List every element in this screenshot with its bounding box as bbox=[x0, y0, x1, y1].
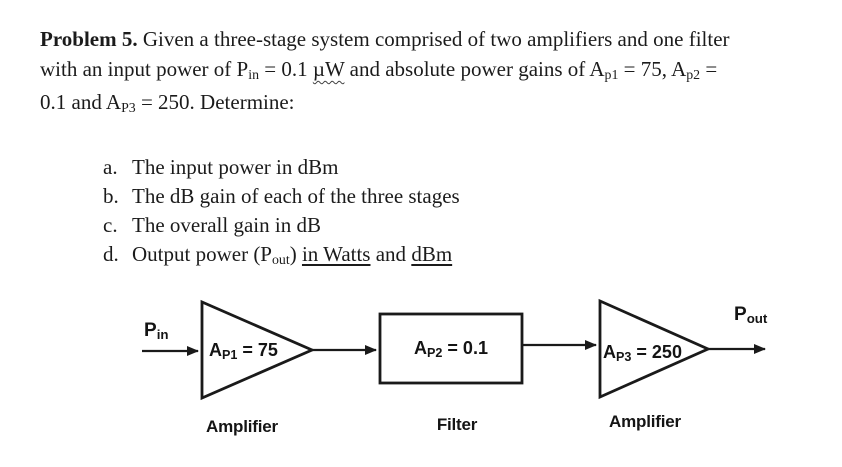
subscript-out: out bbox=[272, 252, 290, 268]
item-text: The dB gain of each of the three stages bbox=[132, 184, 460, 208]
pout-label: Pout bbox=[734, 304, 767, 330]
misspelled-word: µW bbox=[312, 57, 345, 81]
item-text: Output power (Pout) in Watts and dBm bbox=[132, 242, 453, 268]
amplifier2-triangle bbox=[598, 298, 712, 400]
gain-subscript: P2 bbox=[427, 345, 443, 360]
amplifier2-caption: Amplifier bbox=[609, 412, 681, 431]
amplifier1-gain-label: AP1 = 75 bbox=[209, 339, 278, 366]
gain-symbol: A bbox=[414, 338, 428, 358]
item-letter: d. bbox=[103, 242, 119, 266]
gain-value: = 75 bbox=[237, 340, 278, 360]
problem-number: Problem 5. bbox=[40, 27, 138, 51]
statement-line-1: Problem 5. Given a three-stage system co… bbox=[40, 24, 820, 54]
pin-label: Pin bbox=[144, 320, 169, 346]
underlined-in-watts: in Watts bbox=[301, 242, 371, 266]
subscript-p2: p2 bbox=[686, 67, 701, 83]
subscript-p3: P3 bbox=[121, 100, 136, 116]
pin-main: P bbox=[144, 320, 157, 341]
filter-gain-label: AP2 = 0.1 bbox=[380, 337, 522, 364]
list-item-d: d. Output power (Pout) in Watts and dBm bbox=[103, 240, 460, 271]
gain-value: = 250 bbox=[631, 342, 682, 362]
statement-line-2: with an input power of Pin = 0.1 µW and … bbox=[40, 54, 820, 87]
statement-text: with an input power of P bbox=[40, 57, 249, 81]
list-item-c: c. The overall gain in dB bbox=[103, 211, 460, 240]
pin-subscript: in bbox=[156, 326, 169, 342]
gain-subscript: P3 bbox=[616, 349, 632, 364]
pout-subscript: out bbox=[746, 310, 768, 326]
item-letter: a. bbox=[103, 155, 118, 179]
filter-caption: Filter bbox=[436, 415, 478, 434]
problem-statement: Problem 5. Given a three-stage system co… bbox=[40, 24, 820, 120]
list-item-a: a. The input power in dBm bbox=[103, 153, 460, 182]
amplifier1-triangle bbox=[200, 299, 316, 401]
item-text-segment: and bbox=[370, 242, 412, 266]
item-letter: c. bbox=[103, 213, 118, 237]
gain-symbol: A bbox=[209, 340, 222, 360]
underlined-dbm: dBm bbox=[411, 242, 453, 266]
item-text: The overall gain in dB bbox=[132, 213, 321, 237]
statement-text: Given a three-stage system comprised of … bbox=[137, 27, 730, 51]
question-list: a. The input power in dBm b. The dB gain o… bbox=[103, 153, 460, 271]
item-text-segment: ) bbox=[289, 242, 302, 266]
statement-text: = 0.1 bbox=[259, 57, 313, 81]
amplifier1-caption: Amplifier bbox=[206, 417, 278, 436]
subscript-p1: p1 bbox=[604, 67, 619, 83]
gain-value: = 0.1 bbox=[442, 338, 488, 358]
list-item-b: b. The dB gain of each of the three stage… bbox=[103, 182, 460, 211]
statement-line-3: 0.1 and AP3 = 250. Determine: bbox=[40, 87, 820, 120]
statement-text: = bbox=[700, 57, 718, 81]
statement-text: and absolute power gains of A bbox=[344, 57, 605, 81]
gain-subscript: P1 bbox=[222, 347, 238, 362]
gain-symbol: A bbox=[603, 342, 616, 362]
statement-text: 0.1 and A bbox=[40, 90, 122, 114]
item-letter: b. bbox=[103, 184, 119, 208]
amplifier2-gain-label: AP3 = 250 bbox=[603, 341, 682, 368]
statement-text: = 75, A bbox=[618, 57, 687, 81]
subscript-in: in bbox=[248, 67, 260, 83]
statement-text: = 250. Determine: bbox=[135, 90, 295, 114]
item-text-segment: Output power (P bbox=[132, 242, 272, 266]
filter-box bbox=[378, 312, 524, 385]
pout-main: P bbox=[734, 304, 747, 325]
item-text: The input power in dBm bbox=[132, 155, 339, 179]
